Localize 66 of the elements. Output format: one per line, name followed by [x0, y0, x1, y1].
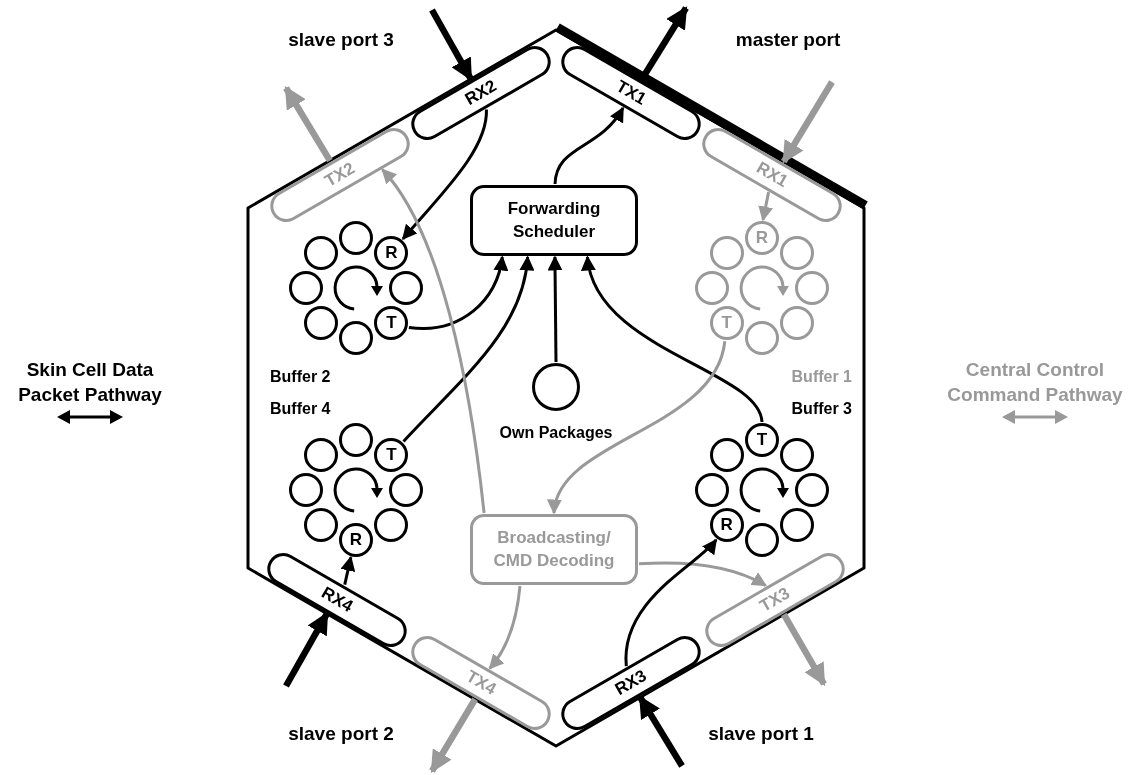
buffer-slot-circle: [303, 306, 338, 341]
connector-arrow: [583, 255, 764, 423]
connector-arrow: [429, 697, 478, 773]
connector-arrow: [283, 611, 330, 688]
buffer-slot-circle: [389, 271, 423, 305]
buffer-slot-circle: [374, 508, 409, 543]
buffer-slot-circle: T: [374, 437, 409, 472]
connector-arrow: [340, 555, 356, 585]
buffer-slot-circle: [780, 235, 815, 270]
buffer-slot-circle: [339, 221, 373, 255]
node-caption: Own Packages: [499, 424, 613, 442]
buffer-slot-circle: [780, 437, 815, 472]
buffer-label: Buffer 3: [791, 400, 852, 418]
buffer-slot-circle: [780, 508, 815, 543]
legend-text: Central Control Command Pathway: [946, 358, 1124, 407]
buffer-slot-circle: [389, 473, 423, 507]
connector-arrow: [408, 255, 508, 330]
buffer-slot-circle: R: [339, 523, 373, 557]
connector-arrow: [488, 585, 522, 670]
connector-arrow: [781, 80, 835, 164]
buffer-slot-circle: T: [709, 306, 744, 341]
buffer-slot-circle: R: [709, 508, 744, 543]
port-label: slave port 1: [708, 723, 814, 745]
connector-arrow: [429, 8, 474, 82]
buffer-slot-circle: [339, 423, 373, 457]
legend-text: Skin Cell Data Packet Pathway: [17, 358, 163, 407]
buffer-slot-circle: [695, 271, 729, 305]
buffer-slot-circle: [795, 473, 829, 507]
buffer-slot-circle: [709, 235, 744, 270]
buffer-label: Buffer 1: [791, 368, 852, 386]
port-label: master port: [735, 29, 841, 51]
buffer-slot-circle: [745, 321, 779, 355]
buffer-slot-circle: T: [745, 423, 779, 457]
connector-arrow: [381, 168, 486, 514]
buffer-label: Buffer 2: [270, 368, 331, 386]
connector-arrow: [402, 255, 534, 443]
buffer-slot-circle: [695, 473, 729, 507]
connector-arrow: [549, 340, 727, 515]
connector-arrow: [624, 538, 718, 667]
connector-arrow: [401, 109, 488, 241]
connector-arrow: [553, 106, 625, 185]
connector-arrow: [637, 695, 685, 768]
buffer-slot-circle: [289, 473, 323, 507]
process-box: Forwarding Scheduler: [470, 185, 638, 256]
port-label: slave port 3: [288, 29, 394, 51]
port-label: slave port 2: [288, 723, 394, 745]
own-packages-circle: [532, 363, 580, 411]
connector-arrow: [547, 255, 563, 362]
buffer-slot-circle: [709, 437, 744, 472]
buffer-slot-circle: [339, 321, 373, 355]
buffer-slot-circle: [289, 271, 323, 305]
connector-arrow: [758, 191, 773, 222]
buffer-slot-circle: [745, 523, 779, 557]
buffer-slot-circle: R: [374, 235, 409, 270]
buffer-slot-circle: T: [374, 306, 409, 341]
buffer-slot-circle: R: [745, 221, 779, 255]
buffer-slot-circle: [303, 235, 338, 270]
buffer-slot-circle: [303, 437, 338, 472]
connector-arrow: [283, 86, 333, 163]
buffer-slot-circle: [303, 508, 338, 543]
connector-arrow: [781, 612, 827, 686]
buffer-slot-circle: [795, 271, 829, 305]
buffer-label: Buffer 4: [270, 400, 331, 418]
connector-arrow: [638, 561, 767, 587]
buffer-slot-circle: [780, 306, 815, 341]
process-box: Broadcasting/ CMD Decoding: [470, 514, 638, 585]
